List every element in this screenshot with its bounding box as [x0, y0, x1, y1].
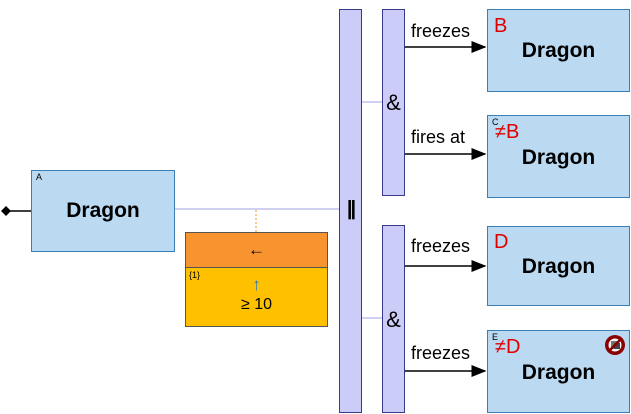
target-node-d[interactable]: D Dragon	[487, 226, 630, 306]
parallel-operator-bar[interactable]: ||	[339, 9, 362, 413]
target-node-title: Dragon	[521, 255, 596, 278]
target-node-title: Dragon	[521, 361, 596, 384]
source-port-diamond	[1, 206, 11, 216]
target-node-corner-label: E	[492, 332, 499, 342]
and-symbol-top: &	[386, 90, 401, 115]
sort-ascending-icon: ↑	[252, 275, 261, 294]
target-node-red-label: ≠B	[495, 121, 520, 143]
target-node-b[interactable]: B Dragon	[487, 9, 630, 92]
no-entry-icon	[604, 334, 626, 356]
and-operator-bar-top[interactable]: &	[382, 9, 405, 196]
edge-label-1: freezes	[411, 21, 471, 41]
target-node-red-label: ≠D	[495, 336, 521, 358]
left-arrow-icon: ←	[248, 240, 265, 259]
filter-box[interactable]: ← {1} ↑ ≥ 10	[185, 232, 328, 327]
target-node-red-label: B	[494, 15, 508, 37]
filter-body: {1} ↑ ≥ 10	[186, 268, 327, 326]
source-node-a[interactable]: A Dragon	[31, 170, 175, 252]
target-node-corner-label: C	[492, 117, 499, 127]
target-node-red-label: D	[494, 231, 509, 253]
filter-header: ←	[186, 233, 327, 268]
filter-condition: ≥ 10	[240, 296, 273, 313]
target-node-c[interactable]: C ≠B Dragon	[487, 115, 630, 198]
target-node-title: Dragon	[521, 39, 596, 62]
and-symbol-bottom: &	[386, 307, 401, 332]
edge-label-3: freezes	[411, 236, 471, 256]
source-node-corner-label: A	[36, 172, 43, 182]
filter-corner-label: {1}	[189, 270, 201, 280]
target-node-e[interactable]: E ≠D Dragon	[487, 330, 630, 413]
edge-label-2: fires at	[411, 127, 466, 147]
source-node-title: Dragon	[66, 199, 140, 222]
edge-label-4: freezes	[411, 343, 471, 363]
parallel-symbol: ||	[346, 198, 356, 220]
and-operator-bar-bottom[interactable]: &	[382, 225, 405, 413]
target-node-title: Dragon	[521, 146, 596, 169]
